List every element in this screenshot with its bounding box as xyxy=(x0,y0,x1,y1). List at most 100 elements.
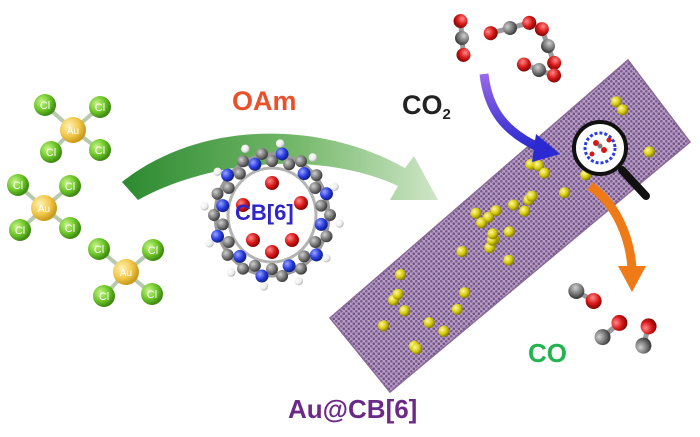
au-nanoparticle xyxy=(519,206,530,217)
cb6-ring-atom xyxy=(276,147,289,160)
cb6-oxygen-atom xyxy=(265,176,279,190)
cb6-ring-atom xyxy=(310,169,322,181)
cb6-ring-atom xyxy=(208,209,220,221)
svg-text:Cl: Cl xyxy=(40,100,50,112)
cb6-ring-atom xyxy=(283,259,296,272)
co-label: CO xyxy=(528,340,567,366)
au-nanoparticle xyxy=(411,343,422,354)
cb6-ring-atom xyxy=(310,248,323,261)
cb6-ring-atom xyxy=(315,200,327,212)
au-nanoparticle xyxy=(617,104,628,115)
au-nanoparticle xyxy=(471,208,482,219)
co2-main: CO xyxy=(402,90,443,120)
svg-text:Cl: Cl xyxy=(15,225,25,237)
aucl4-complex-bottom: Au Cl Cl Cl Cl xyxy=(88,238,164,307)
cb6-ring-atom xyxy=(249,260,261,272)
cb6-ring-atom xyxy=(298,250,310,262)
svg-text:Cl: Cl xyxy=(148,245,158,257)
cb6-ring-atom xyxy=(216,199,229,212)
cb6-hydrogen-atom xyxy=(276,139,284,147)
au-nanoparticle xyxy=(438,326,449,337)
cb6-hydrogen-atom xyxy=(335,219,343,227)
co2-molecules xyxy=(453,13,563,84)
cb6-label: CB[6] xyxy=(235,202,294,224)
au-nanoparticle xyxy=(526,191,537,202)
cb6-hydrogen-atom xyxy=(330,183,338,191)
co2-subscript: 2 xyxy=(443,106,451,123)
cb6-ring-atom xyxy=(211,230,224,243)
cb6-ring-atom xyxy=(283,158,295,170)
gold-atom-label: Au xyxy=(120,268,132,279)
cb6-ring-atom xyxy=(223,236,235,248)
co2-input-arrow xyxy=(484,74,560,162)
cb6-ring-atom xyxy=(320,187,333,200)
au-nanoparticle xyxy=(393,289,404,300)
cb6-hydrogen-atom xyxy=(205,239,213,247)
gold-atom-label: Au xyxy=(38,204,50,215)
cb6-ring-atom xyxy=(324,209,336,221)
aucl4-complex-middle: Au Cl Cl Cl Cl xyxy=(7,174,81,241)
cb6-ring-atom xyxy=(295,263,307,275)
svg-text:Cl: Cl xyxy=(99,291,109,303)
cb6-ring-atom xyxy=(256,148,268,160)
cb6-ring-atom xyxy=(237,155,249,167)
cb6-oxygen-atom xyxy=(285,233,299,247)
au-nanoparticle xyxy=(559,187,570,198)
au-nanoparticle xyxy=(424,317,435,328)
oam-label: OAm xyxy=(232,88,297,115)
cb6-hydrogen-atom xyxy=(260,282,268,290)
aucl4-complex-top: Au Cl Cl Cl Cl xyxy=(34,94,111,163)
cb6-hydrogen-atom xyxy=(241,145,249,153)
cb6-hydrogen-atom xyxy=(309,153,317,161)
au-nanoparticle xyxy=(395,269,406,280)
cb6-ring-atom xyxy=(321,230,333,242)
au-nanoparticle xyxy=(459,287,470,298)
cb6-ring-atom xyxy=(309,182,321,194)
svg-text:Cl: Cl xyxy=(94,244,104,256)
cb6-ring-atom xyxy=(222,249,234,261)
cb6-ring-atom xyxy=(298,167,311,180)
co-molecules xyxy=(565,280,658,355)
cb6-ring-atom xyxy=(233,250,246,263)
cb6-ring-atom xyxy=(234,168,246,180)
cb6-ring-atom xyxy=(276,270,288,282)
cb6-ring-atom xyxy=(255,270,268,283)
cb6-oxygen-atom xyxy=(265,245,279,259)
cb6-ring-atom xyxy=(309,236,321,248)
cb6-hydrogen-atom xyxy=(227,268,235,276)
au-nanoparticle xyxy=(503,255,514,266)
svg-text:Cl: Cl xyxy=(13,180,23,192)
cb6-hydrogen-atom xyxy=(295,277,303,285)
cb6-ring-atom xyxy=(221,169,234,182)
cb6-oxygen-atom xyxy=(246,233,260,247)
au-nanoparticle xyxy=(483,212,494,223)
au-cb6-label: Au@CB[6] xyxy=(288,396,417,422)
svg-text:Cl: Cl xyxy=(65,181,75,193)
au-nanoparticle xyxy=(644,146,655,157)
cb6-ring-atom xyxy=(217,218,229,230)
svg-text:Cl: Cl xyxy=(65,223,75,235)
cb6-ring-atom xyxy=(266,263,278,275)
cb6-ring-atom xyxy=(211,188,223,200)
cb6-hydrogen-atom xyxy=(322,254,330,262)
au-nanoparticle xyxy=(399,305,410,316)
cb6-ring-atom xyxy=(266,155,278,167)
gold-atom-label: Au xyxy=(67,126,79,137)
co2-label: CO2 xyxy=(402,92,451,122)
au-nanoparticle xyxy=(378,320,389,331)
cb6-ring-atom xyxy=(248,158,261,171)
cb6-ring-atom xyxy=(223,182,235,194)
cb6-oxygen-atom xyxy=(294,196,308,210)
au-nanoparticle xyxy=(457,246,468,257)
cb6-ring-atom xyxy=(237,263,249,275)
au-cb6-nanosheet xyxy=(330,60,690,392)
au-nanoparticle xyxy=(508,200,519,211)
au-nanoparticle xyxy=(504,226,515,237)
cb6-hydrogen-atom xyxy=(200,202,208,210)
svg-text:Cl: Cl xyxy=(147,289,157,301)
au-nanoparticle xyxy=(487,228,498,239)
svg-text:Cl: Cl xyxy=(95,102,105,114)
au-nanoparticle xyxy=(539,168,550,179)
